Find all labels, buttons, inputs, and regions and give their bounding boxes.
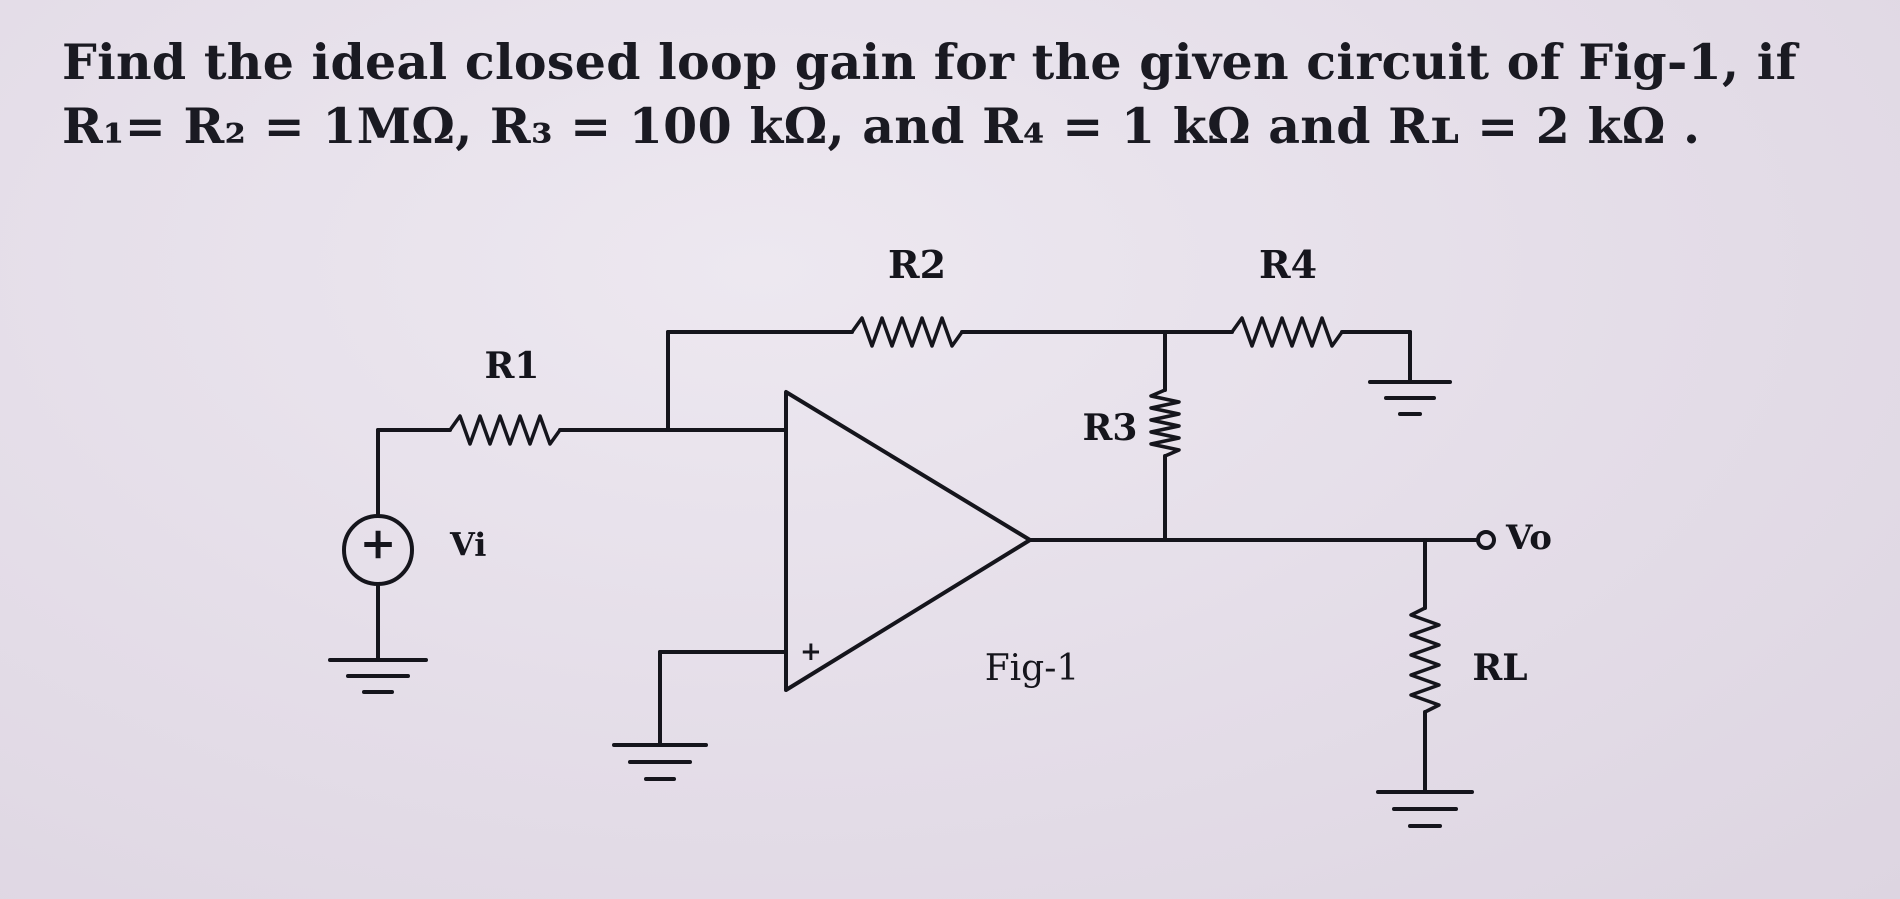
ground-rl	[1376, 790, 1474, 828]
op-amp-triangle	[784, 390, 1032, 692]
resistor-r1	[448, 414, 562, 446]
label-r1: R1	[485, 345, 540, 387]
ground-source	[328, 658, 428, 694]
question-line-1: Find the ideal closed loop gain for the …	[62, 33, 1798, 91]
figure-caption: Fig-1	[985, 648, 1080, 689]
question-text: Find the ideal closed loop gain for the …	[62, 30, 1797, 158]
label-r4: R4	[1259, 242, 1317, 287]
resistor-r3	[1149, 388, 1181, 458]
resistor-r2	[850, 316, 964, 348]
source-plus-sign: +	[360, 519, 397, 570]
label-vo: Vo	[1505, 518, 1552, 558]
voltage-source: + Vi	[342, 514, 486, 586]
ground-r4	[1368, 380, 1452, 416]
op-amp-noninverting-mark: +	[800, 637, 822, 667]
label-rl: RL	[1472, 647, 1527, 689]
ground-noninverting	[612, 743, 708, 781]
resistor-r4	[1230, 316, 1344, 348]
label-r3: R3	[1083, 407, 1138, 449]
label-r2: R2	[888, 242, 946, 287]
resistor-rl	[1409, 606, 1441, 714]
question-line-2: R₁= R₂ = 1MΩ, R₃ = 100 kΩ, and R₄ = 1 kΩ…	[62, 97, 1701, 155]
label-vi: Vi	[449, 526, 486, 564]
output-terminal	[1476, 530, 1496, 550]
